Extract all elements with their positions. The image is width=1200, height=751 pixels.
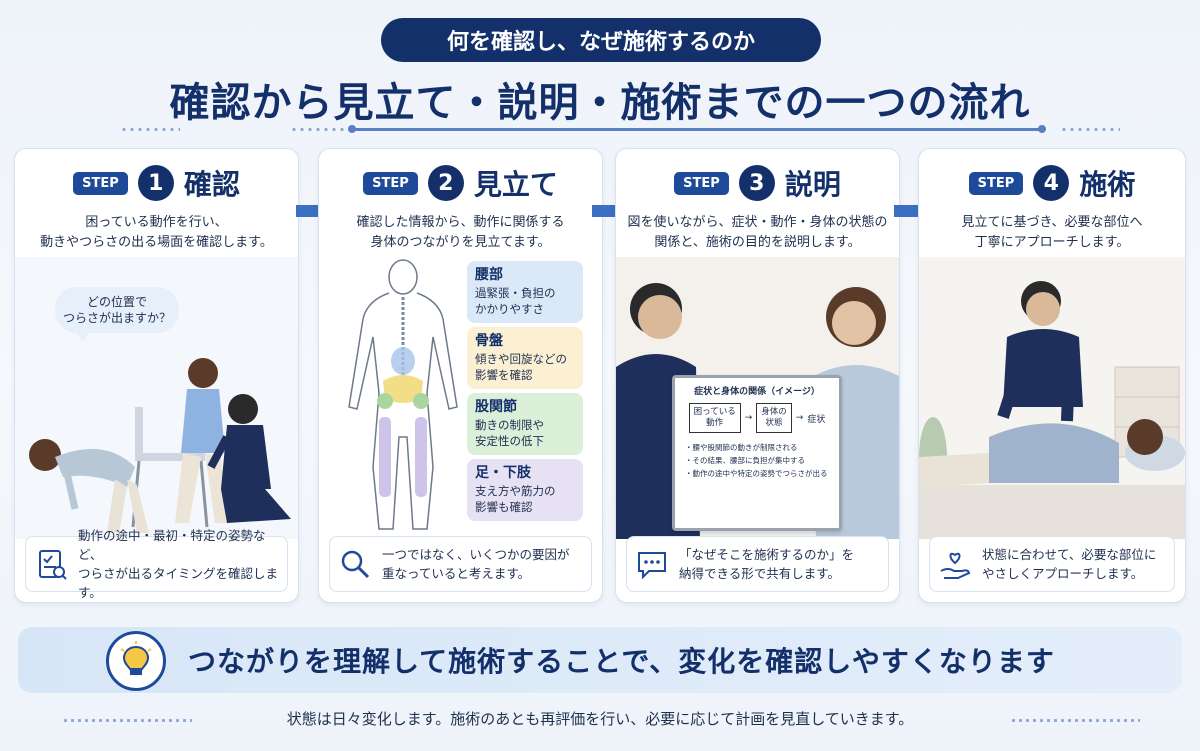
step-note: 「なぜそこを施術するのか」を 納得できる形で共有します。 bbox=[626, 536, 889, 592]
step-note: 一つではなく、いくつかの要因が 重なっていると考えます。 bbox=[329, 536, 592, 592]
flow-box: 症状 bbox=[807, 414, 826, 425]
step-number: 3 bbox=[738, 165, 775, 201]
step-note: 状態に合わせて、必要な部位に やさしくアプローチします。 bbox=[929, 536, 1175, 592]
board-list-item: ・動作の途中や特定の姿勢でつらさが出る bbox=[685, 469, 828, 478]
region-pelvis: 骨盤 傾きや回旋などの 影響を確認 bbox=[467, 327, 583, 389]
step-note-text: 動作の途中・最初・特定の姿勢など、 つらさが出るタイミングを確認します。 bbox=[78, 528, 279, 600]
magnifier-icon bbox=[341, 550, 370, 579]
body-outline-illustration bbox=[348, 259, 458, 530]
region-title: 腰部 bbox=[475, 267, 503, 283]
step-header: STEP 1 確認 bbox=[15, 163, 298, 203]
step-tag: STEP bbox=[968, 171, 1024, 195]
step-card-3: STEP 3 説明 図を使いながら、症状・動作・身体の状態の 関係と、施術の目的… bbox=[615, 148, 900, 603]
region-lumbar: 腰部 過緊張・負担の かかりやすさ bbox=[467, 261, 583, 323]
region-legs: 足・下肢 支え方や筋力の 影響も確認 bbox=[467, 459, 583, 521]
flow-arrow-icon: → bbox=[744, 413, 753, 423]
step-description: 困っている動作を行い、 動きやつらさの出る場面を確認します。 bbox=[40, 215, 273, 250]
step-card-1: STEP 1 確認 困っている動作を行い、 動きやつらさの出る場面を確認します。 bbox=[14, 148, 299, 603]
step-title: 説明 bbox=[784, 168, 841, 201]
decor-dots-footer-left bbox=[62, 719, 192, 722]
lightbulb-icon bbox=[106, 631, 166, 691]
flow-box: 身体の 状態 bbox=[756, 403, 792, 433]
step-number: 1 bbox=[137, 165, 174, 201]
step-tag: STEP bbox=[674, 171, 729, 195]
footer-note: 状態は日々変化します。施術のあとも再評価を行い、必要に応じて計画を見直していきま… bbox=[286, 710, 914, 728]
subtitle-pill: 何を確認し、なぜ施術するのか bbox=[381, 18, 821, 62]
scene-anatomy: 腰部 過緊張・負担の かかりやすさ 骨盤 傾きや回旋などの 影響を確認 股関節 … bbox=[319, 257, 602, 539]
board-list-item: ・その結果、腰部に負担が集中する bbox=[685, 456, 805, 465]
board-list: ・腰や股関節の動きが制限される ・その結果、腰部に負担が集中する ・動作の途中や… bbox=[681, 441, 833, 480]
scene-assessment: どの位置で つらさが出ますか？ bbox=[15, 257, 298, 539]
question-bubble: どの位置で つらさが出ますか？ bbox=[55, 287, 179, 341]
step-note-text: 「なぜそこを施術するのか」を 納得できる形で共有します。 bbox=[679, 547, 855, 581]
step-tag: STEP bbox=[73, 171, 128, 195]
region-body: 傾きや回旋などの 影響を確認 bbox=[475, 352, 567, 382]
step-description: 見立てに基づき、必要な部位へ 丁寧にアプローチします。 bbox=[961, 215, 1143, 250]
region-body: 動きの制限や 安定性の低下 bbox=[475, 418, 544, 448]
speech-bubble-icon bbox=[638, 552, 666, 580]
summary-banner: つながりを理解して施術することで、変化を確認しやすくなります bbox=[18, 627, 1182, 693]
step-number: 4 bbox=[1033, 165, 1070, 201]
step-title: 見立て bbox=[473, 168, 558, 201]
treatment-illustration bbox=[919, 257, 1185, 539]
step-card-2: STEP 2 見立て 確認した情報から、動作に関係する 身体のつながりを見立てま… bbox=[318, 148, 603, 603]
step-note: 動作の途中・最初・特定の姿勢など、 つらさが出るタイミングを確認します。 bbox=[25, 528, 288, 600]
step-header: STEP 3 説明 bbox=[616, 163, 899, 203]
region-title: 股関節 bbox=[475, 399, 517, 415]
region-title: 骨盤 bbox=[475, 333, 503, 349]
region-body: 支え方や筋力の 影響も確認 bbox=[475, 484, 556, 514]
explanation-board: 症状と身体の関係（イメージ） 困っている 動作 → 身体の 状態 → 症状 ・腰… bbox=[672, 375, 842, 531]
banner-text: つながりを理解して施術することで、変化を確認しやすくなります bbox=[188, 645, 1055, 678]
step-description: 図を使いながら、症状・動作・身体の状態の 関係と、施術の目的を説明します。 bbox=[627, 215, 888, 250]
heart-hand-icon bbox=[940, 552, 971, 579]
step-tag: STEP bbox=[363, 171, 418, 195]
step-description: 確認した情報から、動作に関係する 身体のつながりを見立てます。 bbox=[356, 215, 565, 250]
board-flow: 困っている 動作 → 身体の 状態 → 症状 bbox=[681, 403, 833, 433]
step-card-4: STEP 4 施術 見立てに基づき、必要な部位へ 丁寧にアプローチします。 bbox=[918, 148, 1186, 603]
decor-dots-left bbox=[120, 128, 180, 131]
scene-treatment bbox=[919, 257, 1185, 539]
decor-dots-right bbox=[1060, 128, 1120, 131]
step-number: 2 bbox=[427, 165, 464, 201]
decor-dots-footer-right bbox=[1010, 719, 1140, 722]
region-body: 過緊張・負担の かかりやすさ bbox=[475, 286, 556, 316]
step-title: 施術 bbox=[1079, 168, 1136, 201]
title-underline bbox=[348, 125, 1046, 133]
step-title: 確認 bbox=[183, 168, 240, 201]
scene-explanation: 症状と身体の関係（イメージ） 困っている 動作 → 身体の 状態 → 症状 ・腰… bbox=[616, 257, 899, 539]
page-title: 確認から見立て・説明・施術までの一つの流れ bbox=[169, 80, 1031, 126]
region-title: 足・下肢 bbox=[475, 465, 531, 481]
flow-box: 困っている 動作 bbox=[688, 403, 741, 433]
board-title: 症状と身体の関係（イメージ） bbox=[694, 387, 820, 397]
step-header: STEP 2 見立て bbox=[319, 163, 602, 203]
flow-arrow-icon: → bbox=[795, 413, 804, 423]
step-note-text: 一つではなく、いくつかの要因が 重なっていると考えます。 bbox=[382, 547, 570, 581]
step-header: STEP 4 施術 bbox=[919, 163, 1185, 203]
board-list-item: ・腰や股関節の動きが制限される bbox=[685, 443, 798, 452]
decor-dots-mid bbox=[290, 128, 350, 131]
step-note-text: 状態に合わせて、必要な部位に やさしくアプローチします。 bbox=[982, 547, 1157, 581]
checklist-icon bbox=[39, 550, 67, 580]
region-hip: 股関節 動きの制限や 安定性の低下 bbox=[467, 393, 583, 455]
